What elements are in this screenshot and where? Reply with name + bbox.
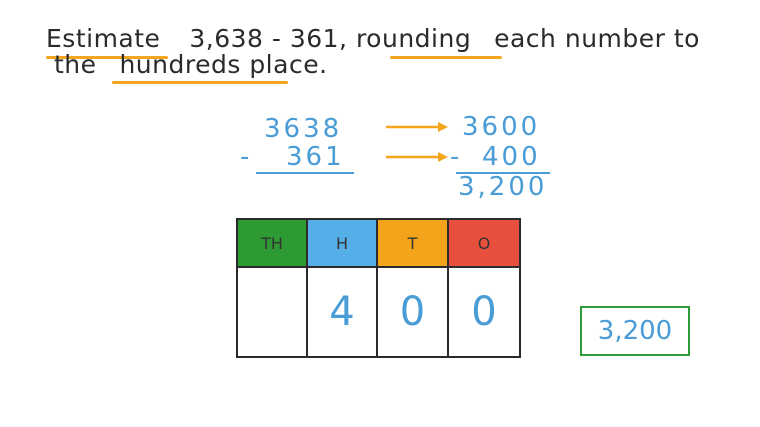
header-thousands: TH: [238, 220, 308, 268]
header-hundreds: H: [308, 220, 378, 268]
answer-value: 3,200: [597, 316, 673, 346]
prompt-word-estimate: Estimate: [46, 24, 161, 53]
header-ones: O: [449, 220, 519, 268]
rounded-result: 3,200: [458, 172, 548, 202]
prompt-word-hundreds: hundreds: [119, 50, 241, 79]
prompt-line-2: the hundreds place.: [54, 50, 328, 79]
value-hundreds: 4: [308, 268, 378, 356]
original-top-number: 3638: [264, 114, 343, 144]
rounded-top-number: 3600: [462, 112, 541, 142]
original-bottom-number: 361: [286, 142, 345, 172]
rounded-bottom-sign: -: [450, 142, 463, 172]
value-thousands: [238, 268, 308, 356]
prompt-rest-line-1: each number to: [494, 24, 700, 53]
prompt-expression: 3,638 - 361,: [189, 24, 348, 53]
arrow-right-icon: [386, 122, 448, 132]
value-tens: 0: [378, 268, 449, 356]
arrow-right-icon: [386, 152, 448, 162]
value-ones: 0: [471, 289, 497, 335]
place-value-table: TH H T O 4 0 0: [236, 218, 521, 358]
prompt-word-the: the: [54, 50, 97, 79]
prompt-line-1: Estimate 3,638 - 361, rounding each numb…: [46, 24, 700, 53]
prompt-word-place: place.: [249, 50, 328, 79]
highlight-rounding: [390, 56, 502, 59]
header-tens: T: [378, 220, 449, 268]
rounded-underline: [456, 172, 550, 174]
original-bottom-sign: -: [240, 142, 253, 172]
highlight-estimate: [46, 56, 168, 59]
highlight-hundreds-place: [112, 81, 288, 84]
rounded-bottom-number: 400: [482, 142, 541, 172]
prompt-word-rounding: rounding: [355, 24, 472, 53]
answer-box: 3,200: [580, 306, 690, 356]
original-underline: [256, 172, 354, 174]
